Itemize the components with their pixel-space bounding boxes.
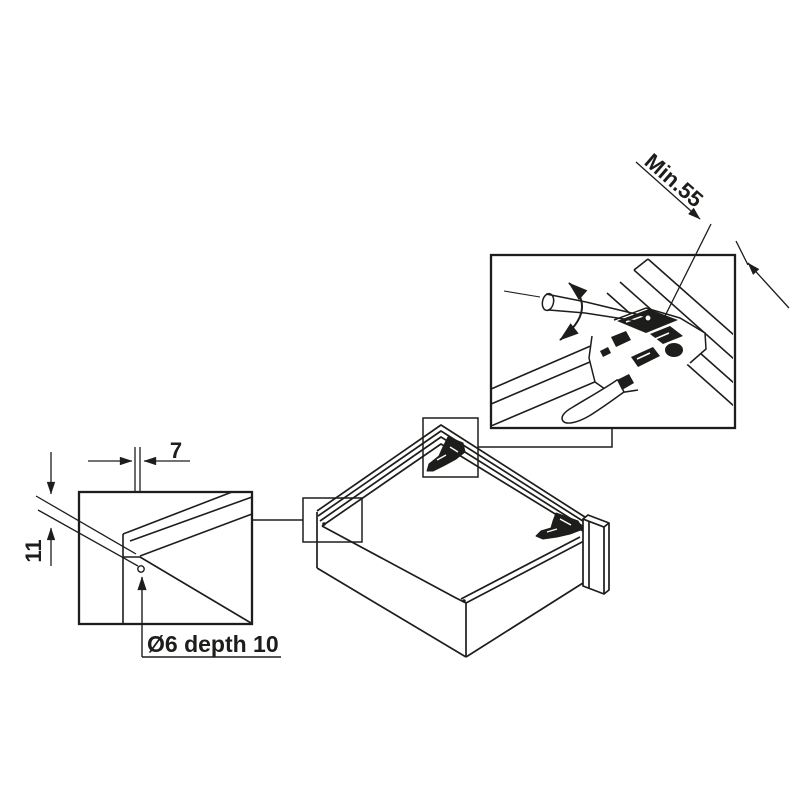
corner-detail-panel: [35, 447, 281, 658]
min55-label: Min.55: [640, 148, 708, 212]
screwdriver: [503, 290, 652, 323]
drawer-front-panel: [582, 514, 610, 595]
dimension-11: [35, 452, 139, 567]
corner-detail-frame: [77, 490, 254, 626]
drawer-latch-right: [535, 512, 584, 540]
inset-frame: [489, 253, 737, 430]
min55-extension-line: [663, 223, 712, 319]
drill-hole-mark-front: [322, 522, 326, 526]
dimension-11-label: 11: [21, 539, 46, 562]
min55-leader-arrow: [635, 161, 701, 220]
min55-extension-line-2: [735, 240, 749, 266]
inset-connector-line: [478, 428, 613, 448]
locking-device-lever: [561, 379, 625, 424]
dimension-7-label: 7: [170, 438, 182, 463]
dimension-7: [88, 447, 190, 492]
hole-spec-label: Ø6 depth 10: [147, 631, 279, 657]
locking-device: [561, 307, 707, 424]
drawer-latch-left: [426, 436, 466, 472]
drill-hole-mark-side: [462, 599, 466, 603]
hole-spec-leader: [137, 576, 281, 658]
rotation-arrow-icon: [559, 282, 588, 341]
min55-dimension: [635, 161, 790, 319]
min55-opposite-arrow: [747, 262, 790, 309]
callout-rect-latch: [422, 417, 479, 478]
drawer-corner-drawing: [122, 491, 253, 624]
adjustment-detail-inset: [489, 161, 790, 430]
drawer-isometric: [316, 424, 610, 658]
drill-hole: [137, 565, 145, 573]
